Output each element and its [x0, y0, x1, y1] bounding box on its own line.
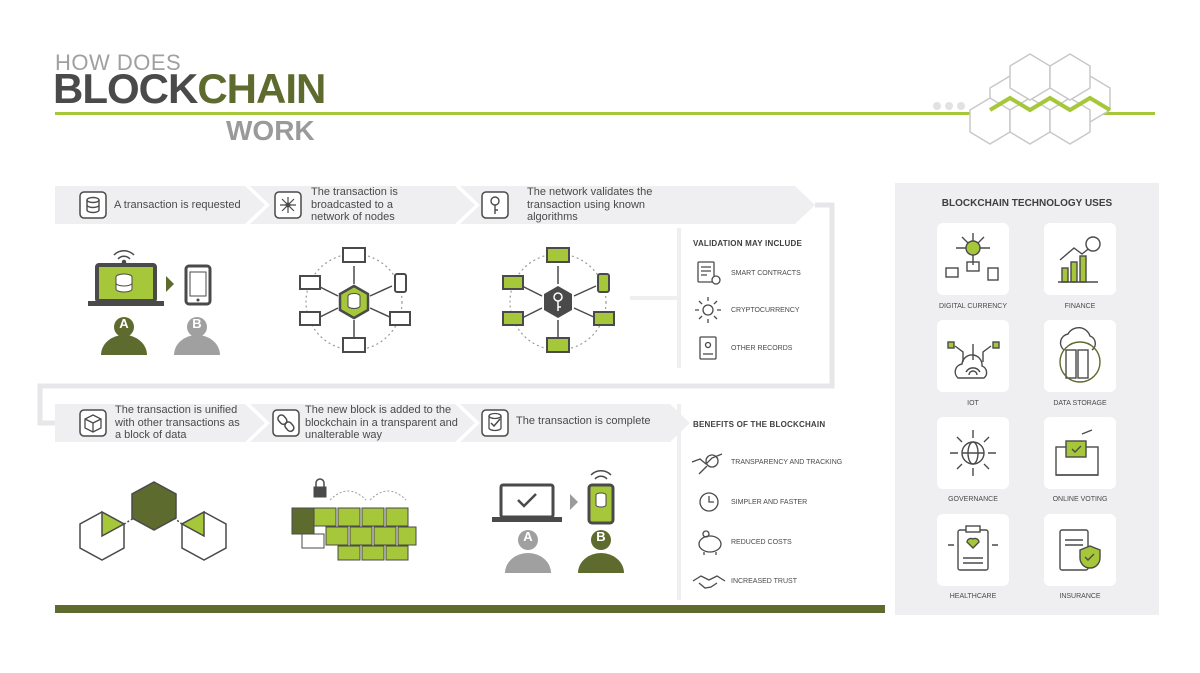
validation-heading: VALIDATION MAY INCLUDE [693, 239, 802, 248]
database-icon [79, 191, 107, 219]
lock-icon [313, 486, 327, 498]
use-label-governance: GOVERNANCE [948, 496, 998, 503]
wifi-icon-2 [590, 470, 612, 480]
laptop-icon [88, 263, 164, 306]
title-block: BLOCK [53, 65, 198, 112]
step-4-text: The transaction is unified with other tr… [115, 404, 240, 441]
governance-globe-icon [950, 430, 996, 476]
benefit-item-trust: INCREASED TRUST [731, 578, 797, 585]
flow-connector [37, 202, 835, 426]
blockchain-blocks-diagram [291, 478, 417, 561]
benefits-heading: BENEFITS OF THE BLOCKCHAIN [693, 420, 826, 429]
wifi-icon [113, 250, 135, 265]
network-icon [274, 191, 302, 219]
broadcast-network-diagram [299, 247, 411, 353]
use-label-data-storage: DATA STORAGE [1053, 400, 1107, 407]
validation-item-cryptocurrency: CRYPTOCURRENCY [731, 307, 800, 314]
iot-cloud-icon [947, 341, 1000, 379]
use-label-finance: FINANCE [1064, 303, 1096, 310]
validation-network-diagram [502, 247, 615, 353]
person-a-label: A [119, 316, 129, 331]
laptop-check-icon [492, 483, 562, 522]
person-b-icon [174, 317, 220, 355]
clock-icon [699, 492, 719, 512]
person-a-icon-2 [505, 530, 551, 573]
smart-contract-icon [697, 261, 721, 285]
data-storage-icon [1059, 327, 1101, 383]
cryptocurrency-icon [695, 297, 721, 323]
benefit-item-costs: REDUCED COSTS [731, 539, 792, 546]
key-icon [481, 191, 509, 219]
use-label-iot: IOT [967, 400, 979, 407]
validation-item-other-records: OTHER RECORDS [731, 345, 793, 352]
step-6-text: The transaction is complete [516, 415, 651, 427]
title-blockchain: BLOCKCHAIN [53, 65, 326, 112]
checklist-database-icon [481, 409, 509, 437]
uses-panel [895, 183, 1159, 615]
cube-icon [79, 409, 107, 437]
use-label-online-voting: ONLINE VOTING [1052, 496, 1108, 503]
chain-link-icon [272, 409, 300, 437]
title-work: WORK [226, 115, 315, 146]
records-icon [699, 336, 717, 360]
person-b-icon-2 [578, 530, 624, 573]
uses-heading: BLOCKCHAIN TECHNOLOGY USES [941, 198, 1113, 209]
arrow-right-icon [166, 276, 174, 292]
use-label-healthcare: HEALTHCARE [949, 593, 997, 600]
step-banners-row1 [55, 186, 815, 224]
step-5-text: The new block is added to the blockchain… [305, 404, 458, 441]
healthcare-clipboard-icon [948, 525, 998, 571]
phone-database-icon [587, 483, 615, 525]
person-a-label-2: A [523, 529, 533, 544]
piggy-bank-icon [698, 530, 722, 555]
title-chain: CHAIN [197, 65, 326, 112]
online-voting-icon [1055, 429, 1099, 476]
benefit-item-transparency: TRANSPARENCY AND TRACKING [731, 459, 843, 466]
handshake-icon [692, 575, 726, 589]
header-hex-cluster-icon [969, 53, 1111, 145]
step-1-text: A transaction is requested [114, 199, 241, 211]
step-2-text: The transaction is broadcasted to a netw… [311, 186, 398, 223]
person-a-icon [101, 317, 147, 355]
step-3-text: The network validates the transaction us… [527, 186, 653, 223]
validation-item-smart-contracts: SMART CONTRACTS [731, 270, 801, 277]
step-banners-row2 [55, 404, 690, 442]
header-line [55, 112, 1155, 115]
use-label-digital-currency: DIGITAL CURRENCY [938, 303, 1008, 310]
finance-icon [1058, 236, 1101, 283]
benefit-item-simpler: SIMPLER AND FASTER [731, 499, 808, 506]
use-label-insurance: INSURANCE [1059, 593, 1101, 600]
tracking-magnifier-icon [691, 453, 723, 475]
footer-bar [55, 605, 885, 613]
block-cubes-diagram [79, 481, 227, 561]
phone-icon [184, 264, 212, 306]
insurance-shield-icon [1059, 529, 1101, 571]
person-b-label: B [192, 316, 202, 331]
person-b-label-2: B [596, 529, 606, 544]
digital-currency-icon [945, 233, 999, 281]
title-how-does: HOW DOES [55, 50, 182, 75]
arrow-right-icon-2 [570, 494, 578, 510]
